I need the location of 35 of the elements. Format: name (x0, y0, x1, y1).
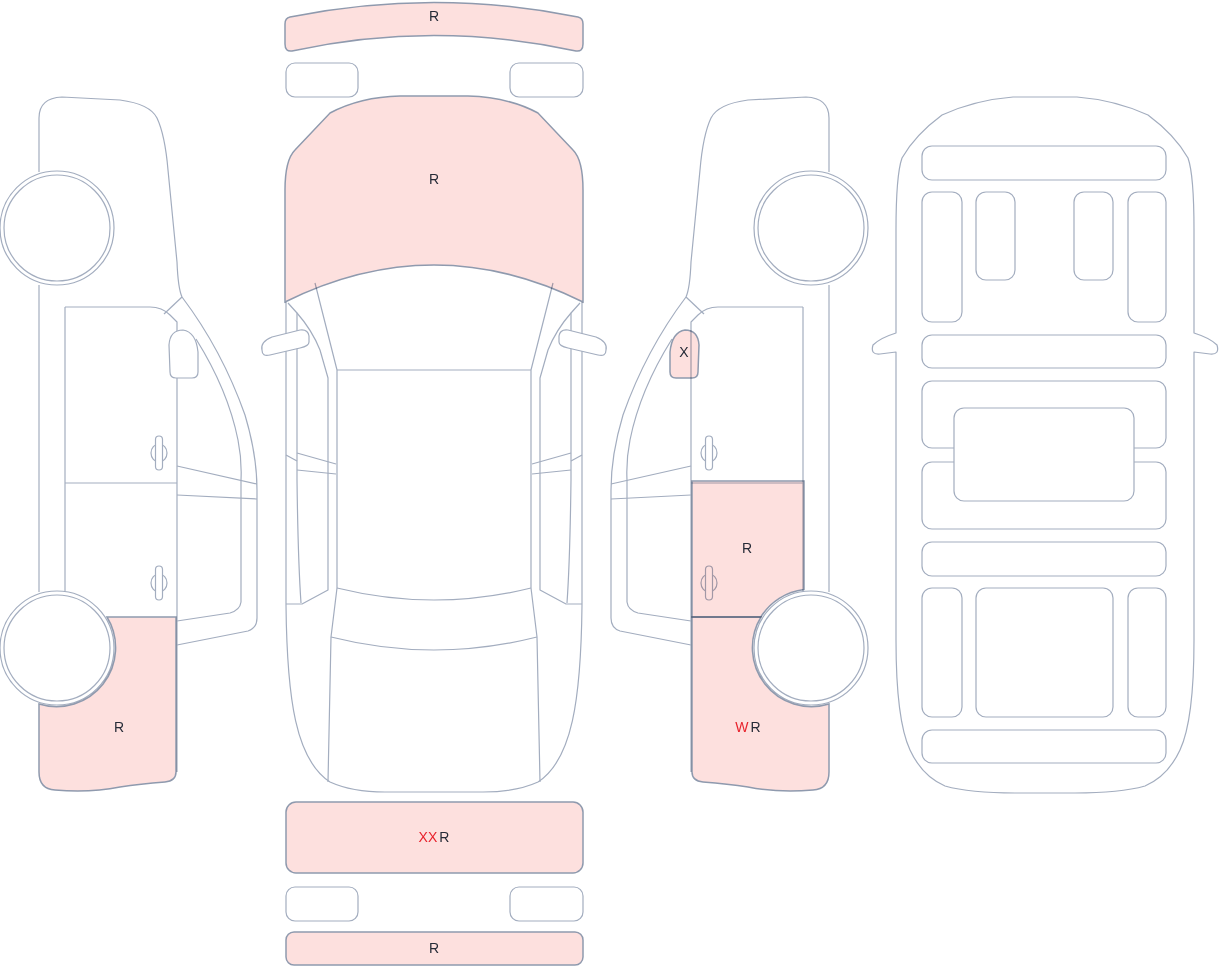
mirror-panel (167, 328, 200, 380)
mirror-panel (668, 328, 701, 380)
damage-code: XX (418, 829, 438, 845)
underbody-panel (975, 587, 1114, 718)
damage-code: X (679, 344, 689, 360)
rear-bumper-panel (285, 801, 584, 874)
underbody-panel (975, 191, 1016, 281)
damage-code: R (741, 540, 753, 556)
underbody-panel (921, 729, 1167, 764)
damage-code: R (439, 829, 450, 845)
small-panel (285, 886, 359, 922)
rear-door-panel (691, 480, 805, 618)
rear-quarter-panel (37, 615, 178, 794)
underbody-panel (953, 407, 1135, 502)
small-panel (285, 62, 359, 98)
rear-quarter-panel (690, 615, 831, 794)
underbody-panel (1073, 191, 1114, 281)
small-panel (509, 886, 584, 922)
damage-code: R (428, 940, 440, 956)
underbody-panel (921, 191, 963, 323)
damage-code: R (113, 719, 125, 735)
small-panel (509, 62, 584, 98)
underbody-panel (921, 334, 1167, 369)
damage-code: R (750, 719, 761, 735)
underbody-panel (921, 145, 1167, 181)
damage-code: R (428, 8, 440, 24)
bumper-strip-panel (285, 931, 584, 966)
underbody-panel (1127, 587, 1167, 718)
underbody-panel (1127, 191, 1167, 323)
damage-code: R (428, 171, 440, 187)
damage-code: W (735, 719, 749, 735)
underbody-panel (921, 541, 1167, 577)
hood-panel (284, 95, 584, 304)
front-bumper-panel (284, 1, 584, 53)
underbody-panel (921, 587, 963, 718)
